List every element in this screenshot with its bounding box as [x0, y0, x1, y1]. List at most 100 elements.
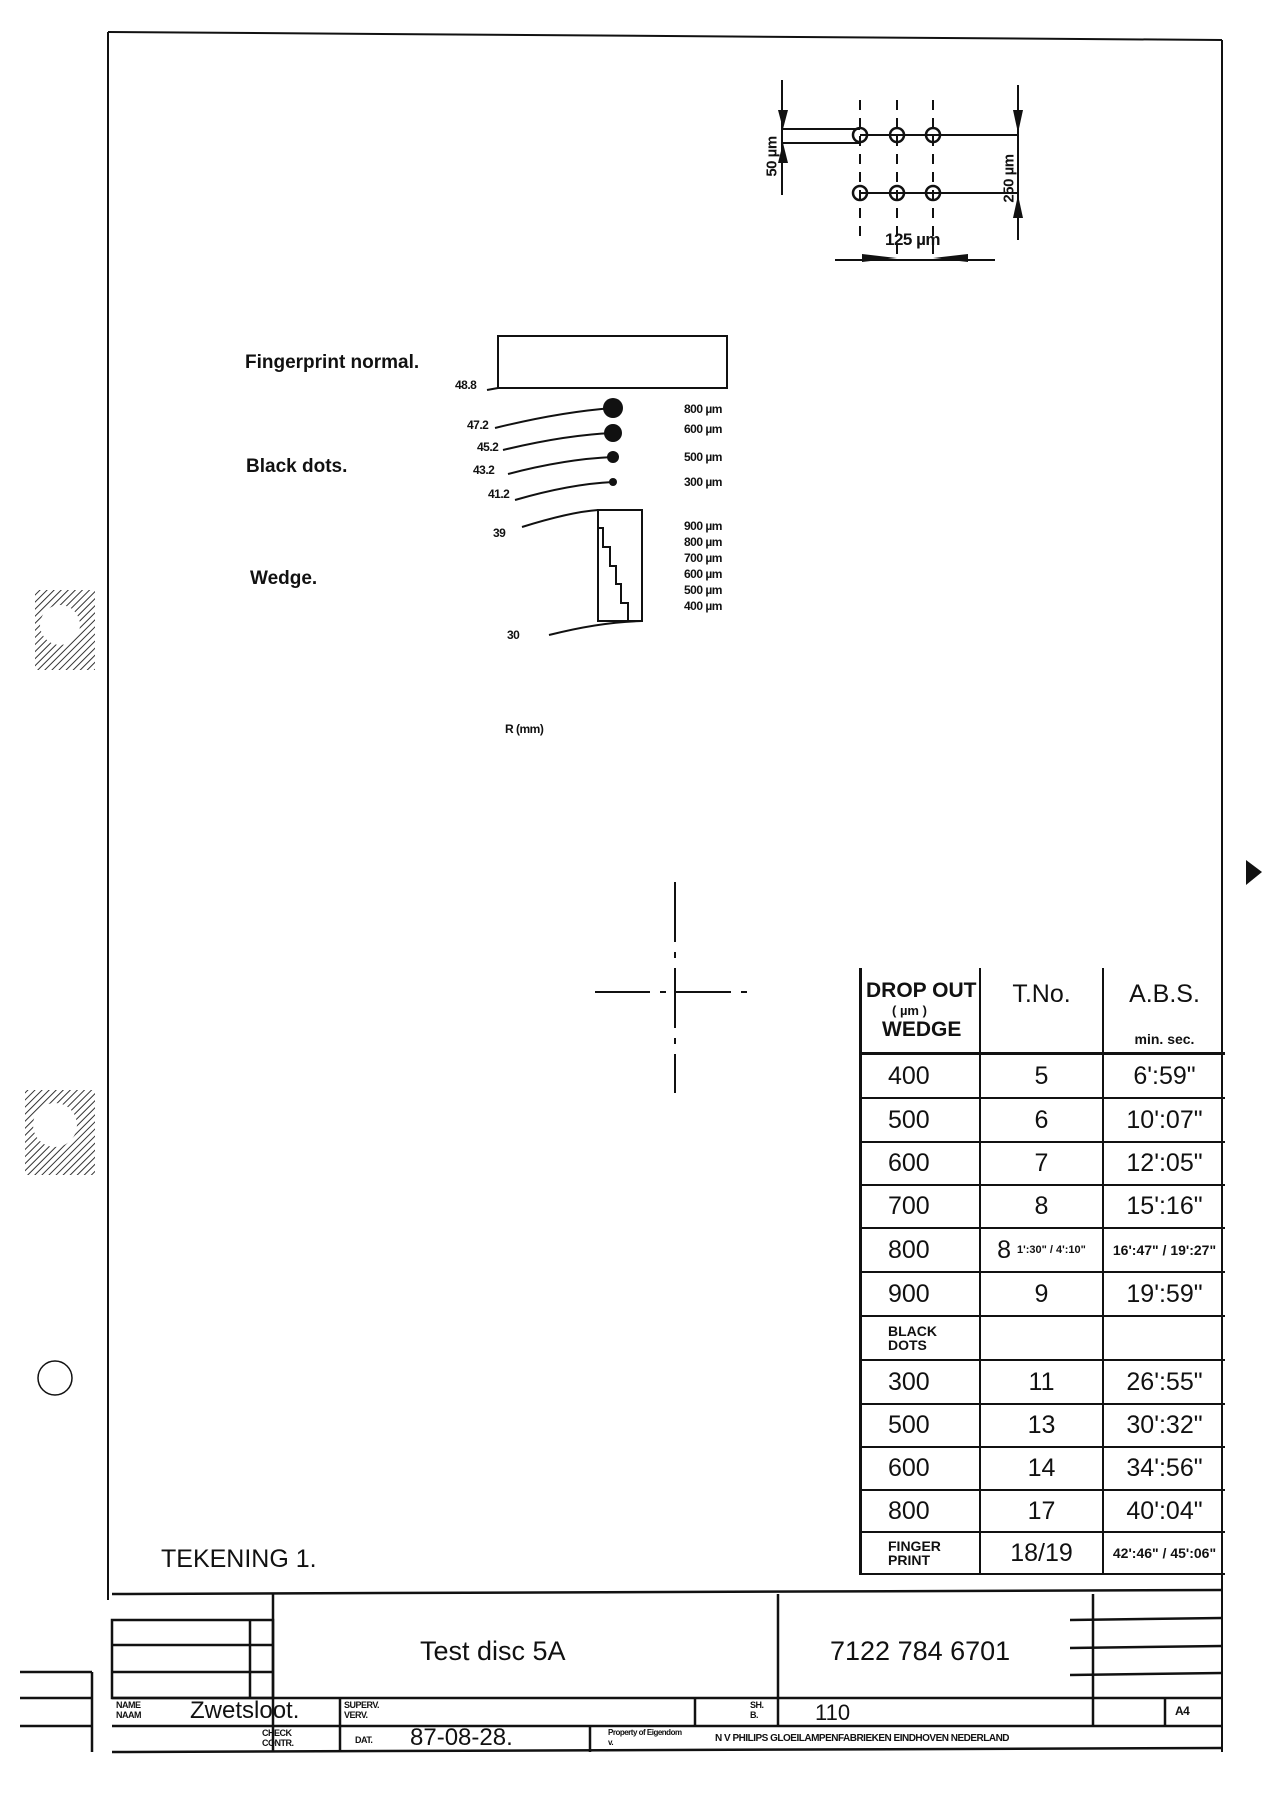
- abs-time-cell-text: 10':07": [1126, 1105, 1203, 1134]
- drop-out-cell-text: 500: [888, 1411, 930, 1439]
- test-number-sub: 1':30" / 4':10": [1017, 1244, 1086, 1256]
- wedge-size: 400 µm: [684, 599, 722, 613]
- abs-time-cell: 19':59": [1104, 1273, 1225, 1315]
- test-number-cell-text: 8: [1034, 1192, 1049, 1220]
- dot-radius: 43.2: [473, 463, 495, 477]
- abs-time-cell: 42':46" / 45':06": [1104, 1533, 1225, 1573]
- wedge-size: 700 µm: [684, 551, 722, 565]
- test-number-cell: 8: [981, 1186, 1104, 1227]
- philips-logo: [37, 1360, 73, 1396]
- abs-time-cell: 15':16": [1104, 1186, 1225, 1227]
- drop-out-cell: 500: [862, 1405, 981, 1446]
- abs-time-cell-text: 12':05": [1126, 1149, 1203, 1177]
- header-abs: A.B.S. min. sec.: [1104, 968, 1225, 1052]
- company-name: N V PHILIPS GLOEILAMPENFABRIEKEN EINDHOV…: [715, 1733, 1010, 1744]
- superv-label: SUPERV. VERV.: [344, 1700, 380, 1720]
- drop-out-cell: FINGER PRINT: [862, 1533, 981, 1573]
- drop-out-cell: 800: [862, 1229, 981, 1271]
- drop-out-cell-text: 900: [888, 1279, 930, 1308]
- dot-radius: 45.2: [477, 440, 499, 454]
- drop-out-cell: 500: [862, 1099, 981, 1141]
- drop-out-cell: BLACK DOTS: [862, 1317, 981, 1359]
- header-abs-label: A.B.S.: [1129, 980, 1200, 1008]
- drop-out-cell: 300: [862, 1361, 981, 1403]
- drop-out-cell-text: 800: [888, 1235, 930, 1264]
- drawing-date: 87-08-28.: [410, 1724, 513, 1751]
- test-number-cell-text: 8: [997, 1235, 1012, 1264]
- sheet-value: 110: [815, 1700, 851, 1725]
- abs-time-cell-text: 16':47" / 19':27": [1112, 1242, 1217, 1258]
- abs-time-cell-text: 40':04": [1126, 1496, 1203, 1525]
- axis-label: R (mm): [505, 722, 544, 736]
- test-number-cell-text: 5: [1034, 1061, 1049, 1090]
- registration-mark: [1246, 860, 1262, 885]
- drop-out-cell-text: 600: [888, 1454, 930, 1482]
- dot-radius: 47.2: [467, 418, 489, 432]
- drop-out-cell-text: 800: [888, 1496, 930, 1525]
- header-drop-out-line2: ( µm ): [892, 1002, 927, 1018]
- test-number-cell-text: 14: [1027, 1454, 1056, 1482]
- black-dot-800: [603, 398, 623, 418]
- fingerprint-radius: 48.8: [455, 378, 477, 392]
- wedge-box: [597, 509, 643, 622]
- header-tno: T.No.: [981, 968, 1104, 1052]
- name-label: NAME NAAM: [116, 1700, 142, 1720]
- table-row: BLACK DOTS: [862, 1317, 1225, 1361]
- test-number-cell: 11: [981, 1361, 1104, 1403]
- header-tno-label: T.No.: [1012, 980, 1071, 1008]
- drawing-label: TEKENING 1.: [161, 1545, 317, 1573]
- wedge-sizes: 900 µm 800 µm 700 µm 600 µm 500 µm 400 µ…: [684, 518, 722, 614]
- property-label: Property of Eigendom v.: [608, 1728, 682, 1747]
- table-row: 400 5 6':59": [862, 1055, 1225, 1099]
- black-dots-label: Black dots.: [246, 456, 348, 477]
- abs-time-cell-text: 26':55": [1126, 1367, 1203, 1396]
- drawing-number: 7122 784 6701: [830, 1636, 1011, 1666]
- abs-time-cell: 34':56": [1104, 1448, 1225, 1489]
- drafter-name: Zwetsloot.: [190, 1697, 300, 1724]
- abs-time-cell-text: 15':16": [1126, 1192, 1203, 1220]
- dot-size: 800 µm: [684, 402, 722, 416]
- test-number-cell-text: 17: [1027, 1496, 1056, 1525]
- wedge-radius-inner: 30: [507, 628, 520, 642]
- abs-time-cell-text: 19':59": [1126, 1279, 1203, 1308]
- drawing-title: Test disc 5A: [420, 1636, 566, 1666]
- header-abs-sub: min. sec.: [1134, 1031, 1195, 1047]
- date-label: DAT.: [355, 1735, 373, 1745]
- drop-out-cell-text: 700: [888, 1192, 930, 1220]
- abs-time-cell: 26':55": [1104, 1361, 1225, 1403]
- test-number-cell: 8 1':30" / 4':10": [981, 1229, 1104, 1271]
- drop-out-cell: 600: [862, 1143, 981, 1184]
- table-row: 700 8 15':16": [862, 1186, 1225, 1229]
- left-margin-logos: [25, 590, 95, 1396]
- col-spacing-label: 125 µm: [885, 230, 941, 249]
- drop-out-cell: 700: [862, 1186, 981, 1227]
- abs-time-cell-text: 42':46" / 45':06": [1112, 1545, 1217, 1561]
- drop-out-cell-text: 300: [888, 1367, 930, 1396]
- table-row: 800 17 40':04": [862, 1491, 1225, 1533]
- test-number-cell: [981, 1317, 1104, 1359]
- test-number-cell: 13: [981, 1405, 1104, 1446]
- wedge-size: 900 µm: [684, 519, 722, 533]
- test-number-cell: 14: [981, 1448, 1104, 1489]
- drop-out-cell: 800: [862, 1491, 981, 1531]
- header-drop-out-line1: DROP OUT: [866, 978, 977, 1002]
- test-number-cell: 6: [981, 1099, 1104, 1141]
- test-number-cell-text: 13: [1027, 1411, 1056, 1439]
- drop-out-cell-text: BLACK DOTS: [888, 1323, 937, 1353]
- abs-time-cell-text: 6':59": [1133, 1061, 1196, 1090]
- header-drop-out: DROP OUT ( µm ) WEDGE: [862, 968, 981, 1052]
- test-number-cell: 18/19: [981, 1533, 1104, 1573]
- test-number-cell-text: 18/19: [1010, 1538, 1073, 1567]
- black-dot-600: [604, 424, 622, 442]
- drop-out-table: DROP OUT ( µm ) WEDGE T.No. A.B.S. min. …: [859, 968, 1225, 1575]
- drop-out-cell-text: 400: [888, 1061, 930, 1090]
- drop-out-cell-text: FINGER PRINT: [888, 1538, 941, 1568]
- drop-out-cell: 900: [862, 1273, 981, 1315]
- test-number-cell: 7: [981, 1143, 1104, 1184]
- abs-time-cell: 6':59": [1104, 1055, 1225, 1097]
- wedge-size: 500 µm: [684, 583, 722, 597]
